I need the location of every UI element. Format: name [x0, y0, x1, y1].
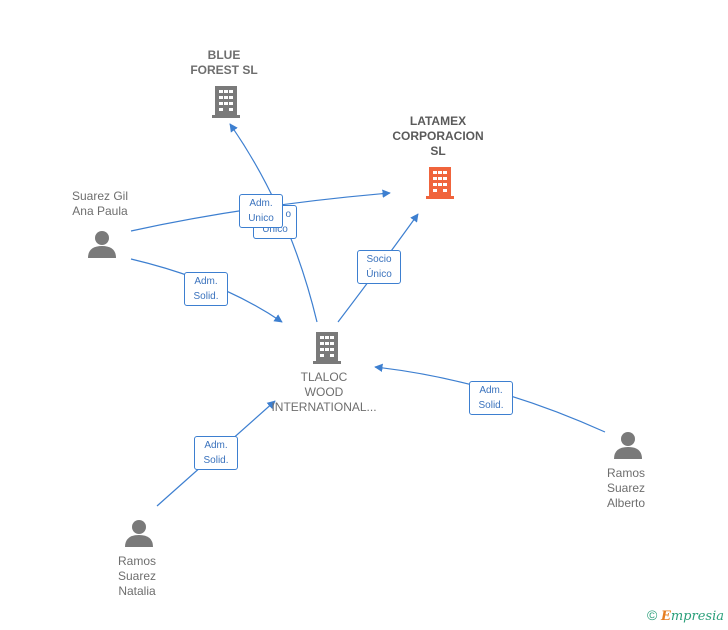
edge-label-adm-solid[interactable]: Adm. Solid.	[194, 436, 238, 470]
person-icon[interactable]	[87, 229, 117, 259]
node-label-line: TLALOC	[300, 370, 348, 384]
edge-label-line: Unico	[248, 213, 274, 224]
edge-label-adm-solid[interactable]: Adm. Solid.	[469, 381, 513, 415]
edge-label-line: Adm.	[194, 276, 218, 287]
copyright-symbol: ©	[646, 607, 658, 623]
node-label-line: Alberto	[606, 496, 646, 510]
node-label-line: Suarez	[606, 481, 646, 495]
node-label-line: Ramos	[606, 466, 645, 480]
edge-label-adm-solid[interactable]: Adm. Solid.	[184, 272, 228, 306]
node-label-line: Suarez Gil	[71, 189, 129, 203]
edge-label-line: Único	[366, 269, 392, 280]
edge-label-line: Solid.	[478, 400, 504, 411]
node-label-line: SL	[430, 144, 446, 158]
node-tlaloc-label[interactable]: TLALOC WOOD INTERNATIONAL...	[264, 370, 384, 415]
edge-label-line: Adm.	[204, 440, 228, 451]
node-ramos-natalia-label[interactable]: Ramos Suarez Natalia	[102, 554, 172, 599]
node-blue-forest-label[interactable]: BLUE FOREST SL	[174, 48, 274, 78]
node-latamex-label[interactable]: LATAMEX CORPORACION SL	[383, 114, 493, 159]
edge-label-line: Solid.	[193, 291, 219, 302]
brand-initial: E	[660, 609, 671, 624]
node-ramos-alberto-label[interactable]: Ramos Suarez Alberto	[591, 466, 661, 511]
edge-label-line: Socio	[366, 254, 392, 265]
edge-label-adm-unico[interactable]: Adm. Unico	[239, 194, 283, 228]
building-icon[interactable]	[311, 330, 343, 366]
node-label-line: BLUE	[207, 48, 241, 62]
brand-name: Empresia	[661, 609, 724, 624]
node-label-line: WOOD	[304, 385, 344, 399]
building-icon-highlighted[interactable]	[424, 165, 456, 201]
person-icon[interactable]	[613, 430, 643, 460]
node-label-line: Ana Paula	[72, 204, 128, 218]
node-label-line: Ramos	[117, 554, 156, 568]
node-label-line: LATAMEX	[409, 114, 467, 128]
edge-label-socio-unico[interactable]: Socio Único	[357, 250, 401, 284]
building-icon[interactable]	[210, 84, 242, 120]
person-icon[interactable]	[124, 518, 154, 548]
brand-rest: mpresia	[670, 609, 724, 624]
edge-label-line: Adm.	[479, 385, 503, 396]
edge-label-line: Único	[262, 224, 288, 235]
node-label-line: INTERNATIONAL...	[271, 400, 377, 414]
node-suarez-gil-label[interactable]: Suarez Gil Ana Paula	[55, 189, 145, 219]
edge-label-line: o	[285, 209, 291, 220]
node-label-line: Natalia	[118, 584, 156, 598]
node-label-line: Suarez	[117, 569, 157, 583]
node-label-line: CORPORACION	[392, 129, 484, 143]
empresia-logo[interactable]: © Empresia	[647, 607, 724, 624]
node-label-line: FOREST SL	[190, 63, 258, 77]
edge-label-line: Adm.	[249, 198, 273, 209]
edge-label-line: Solid.	[203, 455, 229, 466]
